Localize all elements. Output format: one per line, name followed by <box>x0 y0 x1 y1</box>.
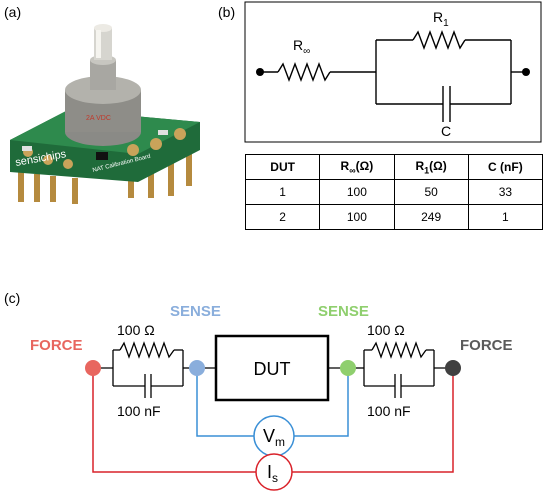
voltage-loop-right <box>294 368 349 437</box>
table-cell: 249 <box>393 204 469 230</box>
c-right-label: 100 nF <box>367 403 411 419</box>
table-header-row: DUT R∞(Ω) R1(Ω) C (nF) <box>244 154 544 180</box>
sense-left-node <box>189 360 205 376</box>
sense-right-label: SENSE <box>318 303 369 320</box>
panel-label-c: (c) <box>4 290 21 306</box>
calibration-board-photo: sensichips NAT Calibration Board 2A VDC <box>10 24 200 204</box>
table-cell: 2 <box>244 204 321 230</box>
voltage-loop-left <box>196 368 254 437</box>
panel-label-a: (a) <box>4 4 22 20</box>
measurement-circuit: FORCE SENSE SENSE FORCE DUT <box>30 303 513 491</box>
table-row: 2 100 249 1 <box>244 204 544 230</box>
current-source-symbol <box>255 453 293 491</box>
c-left-label: 100 nF <box>117 403 161 419</box>
knob-text: 2A VDC <box>86 115 111 122</box>
dut-parameters-table: DUT R∞(Ω) R1(Ω) C (nF) 1 100 50 33 2 100… <box>244 154 544 230</box>
r-inf-resistor <box>277 62 331 82</box>
sense-right-node <box>340 360 356 376</box>
table-cell: 1 <box>467 204 544 230</box>
current-loop-left <box>92 368 256 473</box>
table-cell: 100 <box>319 204 395 230</box>
panel-label-b: (b) <box>218 4 236 20</box>
table-row: 1 100 50 33 <box>244 179 544 205</box>
table-cell: 33 <box>467 179 544 205</box>
table-cell: 50 <box>393 179 469 205</box>
table-cell: 1 <box>244 179 321 205</box>
force-right-label: FORCE <box>460 337 513 354</box>
equivalent-circuit: R∞ R1 C <box>244 1 542 143</box>
left-rc-network <box>93 341 197 398</box>
r1-resistor <box>412 30 466 50</box>
dut-label: DUT <box>254 359 291 379</box>
circuit-frame <box>244 1 542 143</box>
header-dut: DUT <box>244 154 321 180</box>
table-cell: 100 <box>319 179 395 205</box>
is-label: Is <box>267 462 278 485</box>
vm-label: Vm <box>263 426 285 449</box>
header-r1: R1(Ω) <box>393 154 469 180</box>
dut-box <box>214 334 330 402</box>
r-right-label: 100 Ω <box>367 322 405 338</box>
header-r-inf: R∞(Ω) <box>319 154 395 180</box>
right-rc-network <box>348 341 453 398</box>
force-right-node <box>445 360 461 376</box>
r1-label: R1 <box>433 9 449 29</box>
force-left-label: FORCE <box>30 337 83 354</box>
r-left-label: 100 Ω <box>117 322 155 338</box>
sense-left-label: SENSE <box>170 303 221 320</box>
force-left-node <box>85 360 101 376</box>
header-c: C (nF) <box>467 154 544 180</box>
c-label: C <box>441 123 451 139</box>
r-inf-label: R∞ <box>293 37 310 57</box>
current-loop-right <box>292 368 454 473</box>
